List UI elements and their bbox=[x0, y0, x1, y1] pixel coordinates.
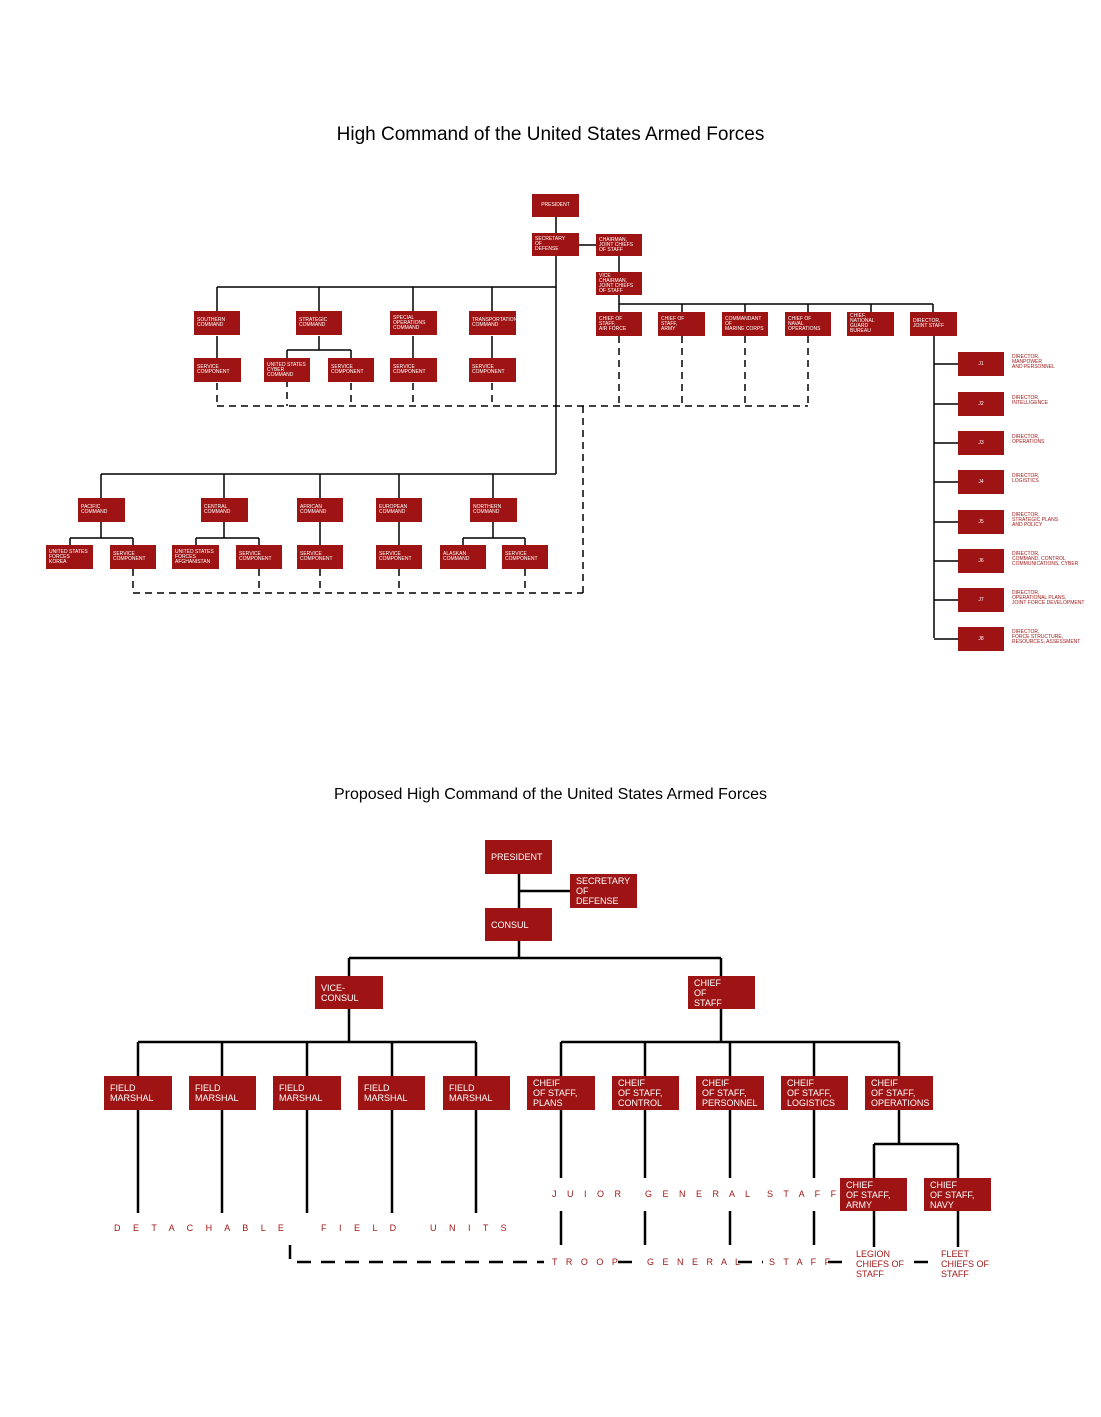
j3-director-label: DIRECTOR, OPERATIONS bbox=[1012, 434, 1045, 445]
vice-chairman-jcs-box: VICE CHAIRMAN, JOINT CHIEFS OF STAFF bbox=[596, 272, 642, 295]
northern-command-box: NORTHERN COMMAND bbox=[470, 498, 517, 522]
central-command-box: CENTRAL COMMAND bbox=[201, 498, 248, 522]
j8-box: J8 bbox=[958, 627, 1004, 651]
secretary-of-defense-box: SECRETARY OF DEFENSE bbox=[532, 233, 579, 256]
field-marshal-box: FIELD MARSHAL bbox=[104, 1076, 172, 1110]
african-command-box: AFRICAN COMMAND bbox=[297, 498, 343, 522]
j5-box: J5 bbox=[958, 510, 1004, 534]
units-label: U N I T S bbox=[430, 1223, 508, 1233]
director-joint-staff-box: DIRECTOR, JOINT STAFF bbox=[910, 312, 957, 336]
pacific-command-box: PACIFIC COMMAND bbox=[78, 498, 125, 522]
commandant-marine-corps-box: COMMANDANT OF MARINE CORPS bbox=[722, 312, 768, 336]
proposed-president-box: PRESIDENT bbox=[485, 840, 552, 874]
junior-staff-label: S T A F F bbox=[767, 1189, 838, 1199]
vice-consul-box: VICE-CONSUL bbox=[315, 976, 383, 1009]
chief-of-staff-personnel-box: CHEIF OF STAFF, PERSONNEL bbox=[696, 1076, 764, 1110]
field-label: F I E L D bbox=[321, 1223, 398, 1233]
field-marshal-box: FIELD MARSHAL bbox=[358, 1076, 425, 1110]
junior-general-label: G E N E R A L bbox=[645, 1189, 752, 1199]
j7-director-label: DIRECTOR, OPERATIONAL PLANS, JOINT FORCE… bbox=[1012, 590, 1085, 606]
fleet-chiefs-label: FLEET CHIEFS OF STAFF bbox=[941, 1249, 990, 1279]
us-forces-korea-box: UNITED STATES FORCES KOREA bbox=[46, 545, 93, 569]
european-command-box: EUROPEAN COMMAND bbox=[376, 498, 422, 522]
j6-director-label: DIRECTOR, COMMAND, CONTROL COMMUNICATION… bbox=[1012, 551, 1079, 567]
transportation-command-box: TRANSPORTATION COMMAND bbox=[469, 311, 516, 335]
j4-box: J4 bbox=[958, 470, 1004, 494]
troop-label: T R O O P bbox=[552, 1257, 619, 1267]
proposed-secretary-of-defense-box: SECRETARY OF DEFENSE bbox=[570, 874, 637, 908]
chief-of-staff-plans-box: CHEIF OF STAFF, PLANS bbox=[527, 1076, 595, 1110]
j1-box: J1 bbox=[958, 352, 1004, 376]
alaskan-command-box: ALASKAN COMMAND bbox=[440, 545, 486, 569]
chief-of-staff-navy-box: CHIEF OF STAFF, NAVY bbox=[924, 1178, 991, 1211]
cyber-command-box: UNITED STATES CYBER COMMAND bbox=[264, 358, 310, 382]
chairman-jcs-box: CHAIRMAN, JOINT CHIEFS OF STAFF bbox=[596, 234, 642, 256]
special-operations-command-box: SPECIAL OPERATIONS COMMAND bbox=[390, 311, 437, 335]
field-marshal-box: FIELD MARSHAL bbox=[189, 1076, 256, 1110]
southern-service-component-box: SERVICE COMPONENT bbox=[194, 358, 241, 382]
j2-director-label: DIRECTOR, INTELLIGENCE bbox=[1012, 395, 1049, 406]
chief-national-guard-bureau-box: CHIEF, NATIONAL GUARD BUREAU bbox=[847, 312, 894, 336]
southern-command-box: SOUTHERN COMMAND bbox=[194, 311, 240, 335]
troop-general-label: G E N E R A L bbox=[647, 1257, 742, 1267]
african-service-component-box: SERVICE COMPONENT bbox=[297, 545, 343, 569]
strategic-command-box: STRATEGIC COMMAND bbox=[296, 311, 342, 335]
european-service-component-box: SERVICE COMPONENT bbox=[376, 545, 422, 569]
chart-title-current: High Command of the United States Armed … bbox=[336, 124, 765, 145]
troop-staff-label: S T A F F bbox=[769, 1257, 832, 1267]
pacific-service-component-box: SERVICE COMPONENT bbox=[110, 545, 156, 569]
junior-label: J U I O R bbox=[552, 1189, 623, 1199]
president-box: PRESIDENT bbox=[532, 194, 579, 217]
us-forces-afghanistan-box: UNITED STATES FORCES AFGHANISTAN bbox=[172, 545, 219, 569]
chief-of-staff-logistics-box: CHEIF OF STAFF, LOGISTICS bbox=[781, 1076, 848, 1110]
j8-director-label: DIRECTOR, FORCE STRUCTURE, RESOURCES, AS… bbox=[1012, 629, 1081, 645]
chief-of-staff-army-box: CHIEF OF STAFF, ARMY bbox=[658, 312, 705, 336]
detachable-label: D E T A C H A B L E bbox=[114, 1223, 285, 1233]
chief-naval-operations-box: CHIEF OF NAVAL OPERATIONS bbox=[785, 312, 831, 336]
chief-of-staff-army-box: CHIEF OF STAFF, ARMY bbox=[840, 1178, 907, 1211]
field-marshal-box: FIELD MARSHAL bbox=[273, 1076, 341, 1110]
central-service-component-box: SERVICE COMPONENT bbox=[236, 545, 282, 569]
consul-box: CONSUL bbox=[485, 908, 552, 941]
transportation-service-component-box: SERVICE COMPONENT bbox=[469, 358, 516, 382]
j1-director-label: DIRECTOR, MANPOWER AND PERSONNEL bbox=[1012, 354, 1055, 370]
strategic-service-component-box: SERVICE COMPONENT bbox=[328, 358, 374, 382]
chief-of-staff-control-box: CHEIF OF STAFF, CONTROL bbox=[612, 1076, 679, 1110]
j6-box: J6 bbox=[958, 549, 1004, 573]
j7-box: J7 bbox=[958, 588, 1004, 612]
field-marshal-box: FIELD MARSHAL bbox=[443, 1076, 510, 1110]
j3-box: J3 bbox=[958, 431, 1004, 455]
special-service-component-box: SERVICE COMPONENT bbox=[390, 358, 437, 382]
chief-of-staff-operations-box: CHEIF OF STAFF, OPERATIONS bbox=[865, 1076, 933, 1110]
j2-box: J2 bbox=[958, 392, 1004, 416]
chief-of-staff-air-force-box: CHIEF OF STAFF, AIR FORCE bbox=[596, 312, 642, 336]
chart-title-proposed: Proposed High Command of the United Stat… bbox=[333, 786, 768, 803]
chief-of-staff-box: CHIEF OF STAFF bbox=[688, 976, 755, 1009]
northern-service-component-box: SERVICE COMPONENT bbox=[502, 545, 548, 569]
legion-chiefs-label: LEGION CHIEFS OF STAFF bbox=[856, 1249, 905, 1279]
j4-director-label: DIRECTOR, LOGISTICS bbox=[1012, 473, 1040, 484]
j5-director-label: DIRECTOR, STRATEGIC PLANS AND POLICY bbox=[1012, 512, 1059, 528]
